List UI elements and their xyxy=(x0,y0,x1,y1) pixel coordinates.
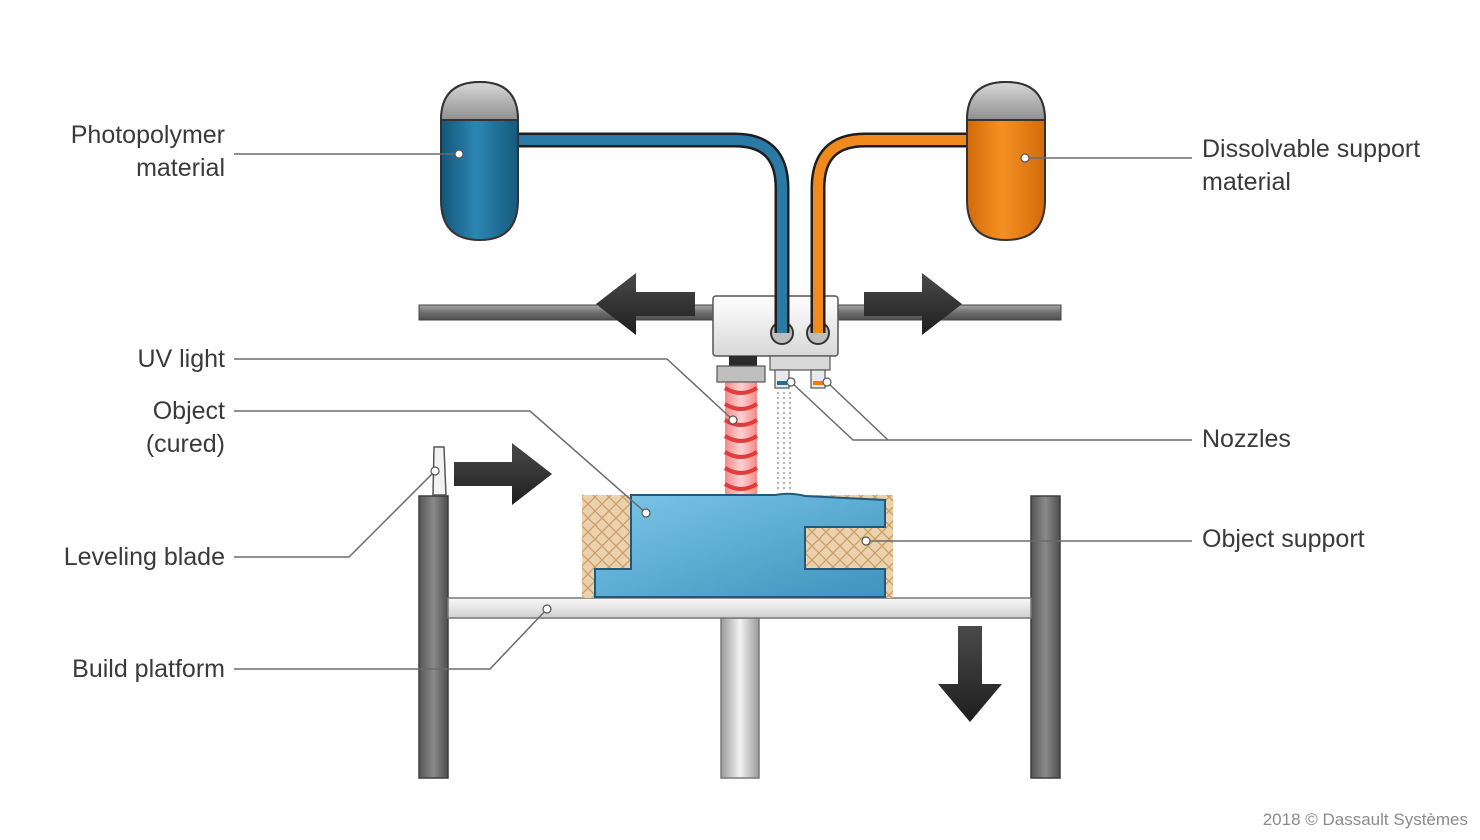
support-material-tank xyxy=(965,80,1047,242)
label-support-material-line1: Dissolvable support xyxy=(1202,135,1421,163)
platform-column xyxy=(720,617,760,779)
leader-endpoints xyxy=(430,149,1030,614)
label-photopolymer-line1: Photopolymer xyxy=(70,121,225,149)
label-object-line2: (cured) xyxy=(145,430,225,458)
label-photopolymer-material: Photopolymer material xyxy=(71,119,225,185)
label-dissolvable-support-material: Dissolvable support material xyxy=(1202,133,1420,199)
arrow-right-icon xyxy=(864,273,962,335)
nozzle-photopolymer xyxy=(774,369,790,389)
label-object-line1: Object xyxy=(152,397,225,425)
right-frame-post xyxy=(1030,495,1061,779)
left-frame-post xyxy=(418,495,449,779)
uv-lamp xyxy=(729,356,757,366)
arrow-down-icon xyxy=(938,626,1002,722)
label-nozzles: Nozzles xyxy=(1202,425,1291,453)
photopolymer-tank xyxy=(439,80,520,242)
copyright-notice: 2018 © Dassault Systèmes xyxy=(1262,810,1468,829)
nozzle-block xyxy=(769,355,831,371)
label-object-support: Object support xyxy=(1202,525,1365,553)
label-photopolymer-line2: material xyxy=(136,154,225,182)
build-platform xyxy=(447,597,1032,619)
printer-frame xyxy=(418,495,1061,779)
arrow-right-icon xyxy=(454,443,552,505)
label-object-cured: Object (cured) xyxy=(146,395,225,461)
nozzle-support xyxy=(810,369,826,389)
leader-lines xyxy=(234,153,1192,670)
arrow-left-icon xyxy=(596,273,695,335)
label-uv-light: UV light xyxy=(137,345,225,373)
label-leveling-blade: Leveling blade xyxy=(63,543,225,571)
cured-object xyxy=(594,492,886,598)
label-support-material-line2: material xyxy=(1202,168,1291,196)
jetted-droplets xyxy=(777,392,791,492)
label-build-platform: Build platform xyxy=(72,655,225,683)
uv-light-beam xyxy=(723,382,759,494)
